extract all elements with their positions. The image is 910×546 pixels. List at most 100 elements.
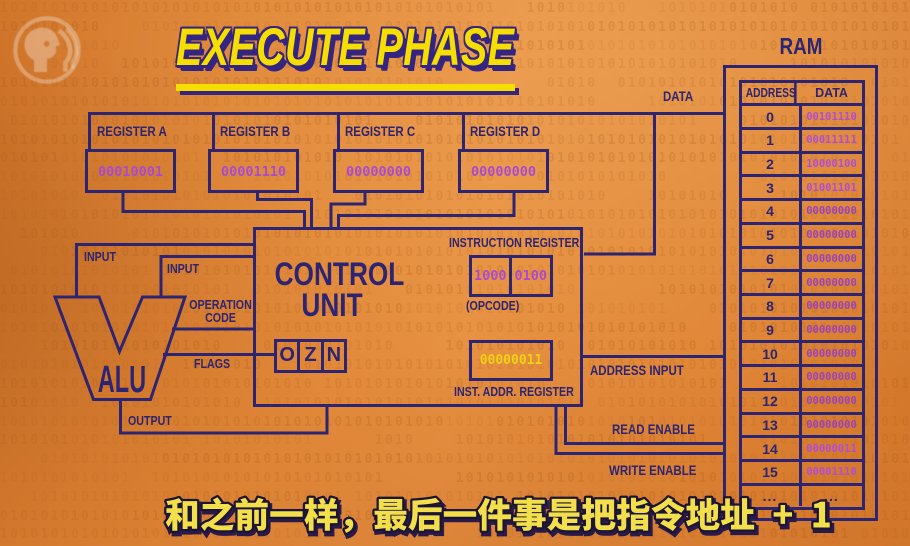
ram-cell-data: 01001101 [806,181,857,194]
ram-table: ADDRESS DATA 0 00101110 1 00011111 2 100… [738,79,865,510]
ram-row: 8 00000000 [741,292,862,317]
instruction-register-box: 1000 0100 [468,254,553,297]
ram-cell-address: ... [742,485,802,507]
register-d-box [458,148,549,193]
ram-row: 7 00000000 [741,269,862,293]
ram-cell-address: 15 [742,462,802,483]
instruction-register-operand: 0100 [514,267,547,284]
ram-row: 5 00000000 [741,221,862,246]
ram-row: 1 00011111 [741,126,862,151]
ram-cell-data: 00000000 [806,229,857,242]
ram-row: 0 00101110 [741,103,862,127]
alu-input2-label: INPUT [167,261,199,276]
ram-cell-data: 00000000 [806,371,857,384]
ram-row: 9 00000000 [741,316,862,341]
ram-row: 12 00000000 [741,387,862,412]
alu-input1-label: INPUT [84,249,116,264]
ram-cell-address: 13 [742,414,802,436]
flag-cell-z: Z [300,338,324,373]
register-b-box [208,148,299,193]
ram-cell-address: 10 [742,343,802,365]
ram-cell-address: 12 [742,390,802,412]
ram-cell-address: 11 [742,367,802,388]
ram-cell-address: 8 [742,295,802,317]
pbs-logo-watermark [12,15,81,84]
control-unit-title-line1: CONTROL [274,256,405,292]
flags-register: O Z N [274,338,347,373]
ram-header-data: DATA [815,85,848,100]
register-b-value: 00001110 [220,164,287,180]
ram-cell-data: 00000000 [806,395,857,408]
ram-cell-address: 1 [742,129,802,151]
ram-title: RAM [779,33,823,59]
ram-cell-data: 00000000 [806,418,857,431]
register-c-box [333,148,424,193]
pbs-face-icon [12,15,81,84]
data-bus-label: DATA [663,88,694,104]
ram-cell-data: 00000011 [806,442,857,455]
ram-cell-address: 9 [742,319,802,341]
alu-shape [52,295,188,401]
register-c-value: 00000000 [345,164,412,180]
subtitle: 和之前一样，最后一件事是把指令地址 + 1 [160,492,860,537]
alu-output-label: OUTPUT [128,413,172,428]
ram-cell-data: 00000000 [806,300,857,313]
ram-cell-data: 00011111 [806,134,857,147]
page-title: EXECUTE PHASE [176,18,515,77]
ram-row: ... ... [741,482,862,507]
inst-addr-register-value: 00000011 [479,352,543,368]
inst-addr-register-box: 00000011 [469,339,553,381]
ram-row: 11 00000000 [741,364,862,388]
ram-outer-box [722,64,878,521]
alu-operation-code-label-line1: OPERATION [189,297,252,312]
register-d-value: 00000000 [470,164,537,180]
alu-label: ALU [97,359,147,401]
title-underline [176,84,515,91]
alu-operation-code-label-line2: CODE [205,310,236,325]
flag-cell-n: N [323,338,347,373]
opcode-sublabel: (OPCODE) [466,298,520,313]
register-b-label: REGISTER B [220,122,291,139]
ram-row: 14 00000011 [741,435,862,459]
ram-cell-data: 00000000 [806,252,857,265]
instruction-register-opcode: 1000 [472,257,512,294]
ram-cell-address: 14 [742,438,802,459]
flag-cell-o: O [274,338,301,373]
ram-cell-data: 00000000 [806,324,857,337]
ram-row: 6 00000000 [741,245,862,270]
register-a-label: REGISTER A [97,122,167,139]
control-unit-title-line2: UNIT [301,287,363,323]
register-c-label: REGISTER C [345,122,416,139]
ram-row: 2 10000100 [741,150,862,175]
ram-row: 3 01001101 [741,174,862,199]
ram-cell-data: 00000000 [806,205,857,218]
ram-cell-data: 00001110 [806,466,857,479]
ram-cell-data: 00101110 [806,110,857,123]
write-enable-label: WRITE ENABLE [609,462,697,478]
register-d-label: REGISTER D [470,122,541,139]
ram-cell-address: 4 [742,201,802,222]
register-a-box [85,148,176,193]
ram-cell-address: 7 [742,272,802,293]
ram-row: 15 00001110 [741,459,862,483]
ram-cell-address: 3 [742,177,802,199]
register-a-value: 00010001 [97,164,164,180]
ram-cell-address: 6 [742,248,802,270]
inst-addr-register-label: INST. ADDR. REGISTER [454,384,574,399]
ram-row: 10 00000000 [741,340,862,365]
ram-cell-data: ... [824,488,839,505]
ram-header-row: ADDRESS DATA [742,82,862,104]
read-enable-label: READ ENABLE [612,421,695,437]
ram-row: 13 00000000 [741,411,862,436]
alu-flags-label: FLAGS [194,356,231,371]
ram-header-address: ADDRESS [745,82,797,104]
ram-cell-data: 00000000 [806,276,857,289]
address-input-label: ADDRESS INPUT [590,362,684,378]
ram-row: 4 00000000 [741,198,862,222]
instruction-register-label: INSTRUCTION REGISTER [449,235,580,250]
ram-cell-data: 00000000 [806,347,857,360]
ram-cell-data: 10000100 [806,158,857,171]
ram-cell-address: 2 [742,153,802,175]
